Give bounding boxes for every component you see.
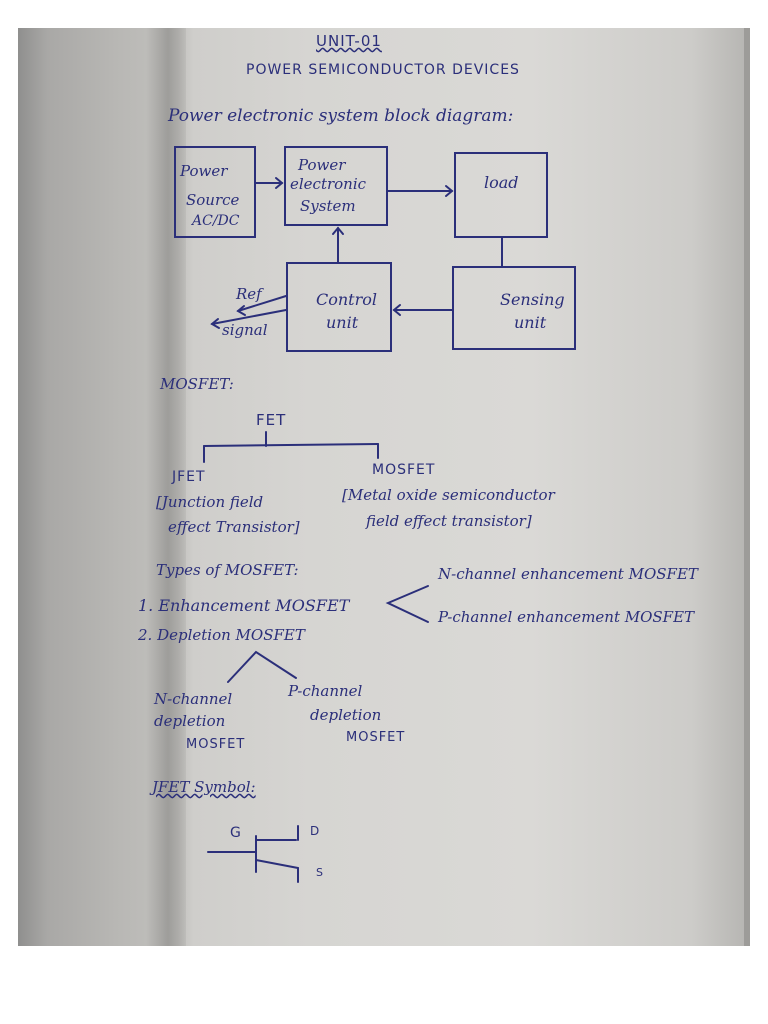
pe-system-box <box>284 146 388 226</box>
mosfet-full-line-2: field effect transistor] <box>366 512 532 530</box>
n-depletion-line-1: N-channel <box>154 690 233 708</box>
jfet-label: JFET <box>172 469 206 485</box>
fet-label: FET <box>256 411 287 429</box>
control-unit-line-1: Control <box>316 290 378 309</box>
n-channel-enhancement: N-channel enhancement MOSFET <box>438 565 698 583</box>
signal-arrow <box>211 309 287 325</box>
source-label: S <box>316 866 324 879</box>
pe-system-line-2: electronic <box>290 175 367 193</box>
control-unit-box <box>286 262 392 352</box>
load-box <box>454 152 548 238</box>
sensing-unit-line-1: Sensing <box>500 290 565 309</box>
n-depletion-line-3: MOSFET <box>186 737 246 752</box>
mosfet-heading: MOSFET: <box>160 375 234 393</box>
control-unit-line-2: unit <box>326 313 359 332</box>
p-depletion-line-2: depletion <box>310 706 382 724</box>
depletion-split <box>227 650 297 683</box>
pe-system-line-3: System <box>300 197 356 215</box>
power-source-box <box>174 146 256 238</box>
pe-system-line-1: Power <box>298 156 346 174</box>
unit-label: UNIT-01 <box>316 32 382 50</box>
notebook-gutter <box>146 28 186 946</box>
sensing-unit-box <box>452 266 576 350</box>
mosfet-label: MOSFET <box>372 462 436 478</box>
p-depletion-line-1: P-channel <box>288 682 363 700</box>
signal-label: signal <box>222 321 268 339</box>
power-source-line-3: AC/DC <box>192 213 240 229</box>
ref-label: Ref <box>236 285 262 303</box>
notebook-photo <box>18 28 750 946</box>
n-depletion-line-2: depletion <box>154 712 226 730</box>
jfet-full-line-2: effect Transistor] <box>168 518 300 536</box>
block-diagram-heading: Power electronic system block diagram: <box>168 106 514 126</box>
drain-label: D <box>310 824 321 838</box>
fet-branch <box>203 443 379 447</box>
power-source-line-2: Source <box>186 191 240 209</box>
load-label: load <box>484 173 519 192</box>
p-channel-enhancement: P-channel enhancement MOSFET <box>438 608 695 626</box>
source-diag <box>255 859 299 869</box>
mosfet-full-line-1: [Metal oxide semiconductor <box>342 486 555 504</box>
page-edge <box>744 28 750 946</box>
depletion-item: 2. Depletion MOSFET <box>138 626 305 644</box>
enhancement-brace <box>385 585 429 623</box>
types-heading: Types of MOSFET: <box>156 561 299 579</box>
enhancement-item: 1. Enhancement MOSFET <box>138 596 350 615</box>
ref-arrow <box>237 295 287 312</box>
page-title: POWER SEMICONDUCTOR DEVICES <box>246 62 520 78</box>
p-depletion-line-3: MOSFET <box>346 730 406 745</box>
jfet-full-line-1: [Junction field <box>156 493 264 511</box>
power-source-line-1: Power <box>180 162 228 180</box>
sensing-unit-line-2: unit <box>514 313 547 332</box>
gate-label: G <box>230 825 242 841</box>
jfet-symbol-heading: JFET Symbol: <box>152 778 256 796</box>
